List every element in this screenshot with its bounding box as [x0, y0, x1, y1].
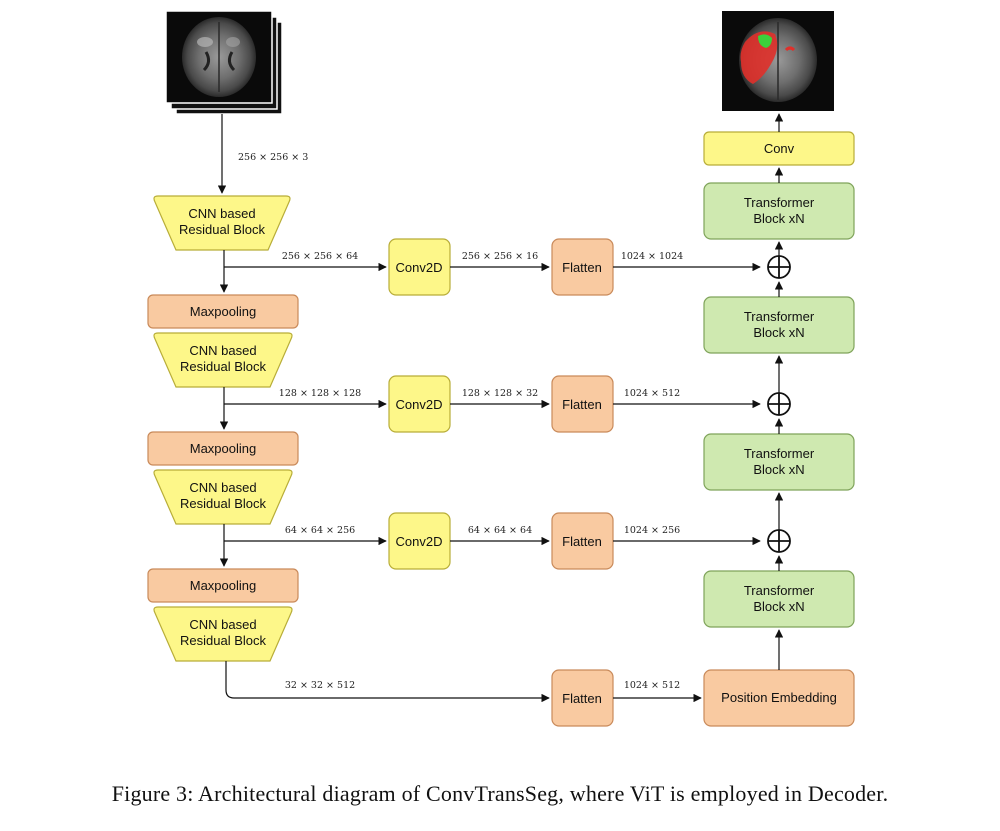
- conv2d-2-label: Conv2D: [396, 397, 443, 412]
- input-dim-label: 256 × 256 × 3: [238, 152, 308, 163]
- branch3-in-dim: 64 × 64 × 256: [285, 525, 355, 536]
- maxpooling-1: [147, 294, 299, 329]
- cnn-residual-block-3-line1: CNN based: [189, 480, 256, 495]
- transformer-block-4-line1: Transformer: [744, 583, 815, 598]
- flatten-3-label: Flatten: [562, 534, 602, 549]
- cnn-residual-block-2: [153, 332, 293, 388]
- transformer-block-3-line2: Block xN: [753, 462, 804, 477]
- branch3-out-dim: 1024 × 256: [624, 525, 680, 536]
- cnn-residual-block-4-line2: Residual Block: [180, 633, 266, 648]
- flatten-1-label: Flatten: [562, 260, 602, 275]
- input-mri-image: [165, 10, 283, 115]
- maxpooling-3: [147, 568, 299, 603]
- cnn-residual-block-1-line1: CNN based: [188, 206, 255, 221]
- decoder-conv-label: Conv: [764, 141, 795, 156]
- architecture-diagram: CNN based Residual Block Maxpooling CNN …: [147, 10, 855, 727]
- arrow-branch4-to-flatten: [225, 661, 550, 703]
- add-node-3: [767, 529, 791, 553]
- cnn-residual-block-4-line1: CNN based: [189, 617, 256, 632]
- branch2-in-dim: 128 × 128 × 128: [279, 388, 361, 399]
- transformer-block-3-line1: Transformer: [744, 446, 815, 461]
- branch1-in-dim: 256 × 256 × 64: [282, 251, 358, 262]
- cnn-residual-block-1-line2: Residual Block: [179, 222, 265, 237]
- conv2d-1-label: Conv2D: [396, 260, 443, 275]
- flatten-2-label: Flatten: [562, 397, 602, 412]
- maxpooling-1-label: Maxpooling: [190, 304, 257, 319]
- position-embedding-label: Position Embedding: [721, 690, 837, 705]
- maxpooling-2: [147, 431, 299, 466]
- transformer-block-2-line2: Block xN: [753, 325, 804, 340]
- cnn-residual-block-2-line2: Residual Block: [180, 359, 266, 374]
- cnn-residual-block-4: [153, 606, 293, 662]
- transformer-block-1-line1: Transformer: [744, 195, 815, 210]
- transformer-block-4-line2: Block xN: [753, 599, 804, 614]
- branch2-mid-dim: 128 × 128 × 32: [462, 388, 538, 399]
- branch3-mid-dim: 64 × 64 × 64: [468, 525, 532, 536]
- output-segmentation-image: [722, 11, 834, 111]
- cnn-residual-block-2-line1: CNN based: [189, 343, 256, 358]
- cnn-residual-block-3-line2: Residual Block: [180, 496, 266, 511]
- branch1-mid-dim: 256 × 256 × 16: [462, 251, 538, 262]
- figure-caption: Figure 3: Architectural diagram of ConvT…: [111, 781, 889, 806]
- branch1-out-dim: 1024 × 1024: [621, 251, 683, 262]
- conv2d-3-label: Conv2D: [396, 534, 443, 549]
- transformer-block-2-line1: Transformer: [744, 309, 815, 324]
- transformer-block-1-line2: Block xN: [753, 211, 804, 226]
- add-node-1: [767, 255, 791, 279]
- add-node-2: [767, 392, 791, 416]
- maxpooling-2-label: Maxpooling: [190, 441, 257, 456]
- cnn-residual-block-1: [153, 195, 291, 251]
- branch2-out-dim: 1024 × 512: [624, 388, 680, 399]
- branch4-out-dim: 1024 × 512: [624, 680, 680, 691]
- maxpooling-3-label: Maxpooling: [190, 578, 257, 593]
- flatten-4-label: Flatten: [562, 691, 602, 706]
- cnn-residual-block-3: [153, 469, 293, 525]
- branch4-in-dim: 32 × 32 × 512: [285, 680, 355, 691]
